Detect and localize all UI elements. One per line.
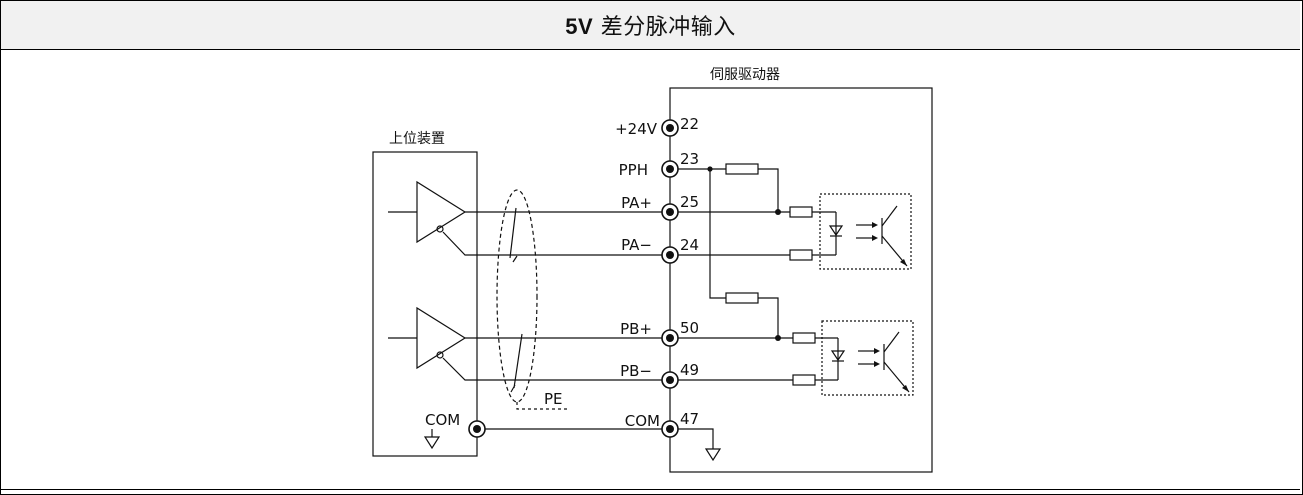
pin-label-23: 23 — [680, 150, 699, 168]
pin-label-24: 24 — [680, 236, 699, 254]
opto-a-emitter-arrow — [900, 259, 907, 266]
opto-b-emitter-arrow — [902, 385, 909, 392]
shield-pe-lead — [516, 402, 568, 410]
terminal-22-dot — [666, 124, 674, 132]
twist-mark-b — [510, 333, 523, 393]
host-box — [372, 151, 478, 457]
opto-b-arrow-1 — [874, 348, 880, 354]
line-driver-a — [416, 180, 467, 244]
terminal-49-dot — [666, 376, 674, 384]
signal-label-22: +24V — [615, 120, 658, 138]
pph-resistor-b — [725, 292, 759, 304]
signal-label-24: PA− — [621, 236, 652, 254]
opto-b-collector — [883, 331, 900, 353]
pa-resistor-plus — [789, 206, 813, 218]
junction-pa — [775, 209, 781, 215]
title-bold: 5V — [565, 14, 594, 39]
pb-resistor-plus — [792, 332, 816, 344]
driver-b-invert-bubble — [436, 351, 444, 359]
signal-label-25: PA+ — [621, 194, 652, 212]
optocoupler-b — [821, 320, 914, 396]
opto-b-arrow-2 — [874, 361, 880, 367]
driver-box — [669, 87, 933, 473]
driver-terminals — [661, 119, 679, 438]
terminal-47-dot — [666, 425, 674, 433]
pph-resistor-a — [725, 163, 759, 175]
driver-ground-wire — [670, 428, 714, 449]
pph-to-b-wire — [709, 169, 726, 299]
wire-pa-minus — [442, 231, 666, 256]
junction-pb — [775, 335, 781, 341]
host-com-label: COM — [425, 411, 460, 429]
pin-label-25: 25 — [680, 193, 699, 211]
twist-mark-a — [509, 207, 518, 263]
header-bar: 5V 差分脉冲输入 — [1, 1, 1300, 50]
pin-label-47: 47 — [680, 410, 699, 428]
driver-ground-symbol — [704, 448, 722, 462]
signal-label-47: COM — [625, 412, 660, 430]
diagram-title: 5V 差分脉冲输入 — [565, 9, 735, 41]
terminal-23-dot — [666, 165, 674, 173]
opto-a-arrow-2 — [872, 235, 878, 241]
signal-label-49: PB− — [620, 362, 652, 380]
driver-title: 伺服驱动器 — [710, 67, 780, 83]
driver-a-invert-bubble — [436, 225, 444, 233]
pph-to-pb-node — [758, 297, 779, 338]
pin-label-49: 49 — [680, 361, 699, 379]
pin-label-50: 50 — [680, 319, 699, 337]
opto-a-arrow-1 — [872, 222, 878, 228]
shield-ellipse — [496, 189, 538, 403]
host-title: 上位装置 — [389, 131, 445, 147]
opto-a-collector — [881, 205, 898, 227]
signal-label-50: PB+ — [620, 320, 652, 338]
terminal-50-dot — [666, 334, 674, 342]
opto-b-led — [830, 350, 846, 362]
shield-pe-label: PE — [544, 390, 563, 408]
junction-pph — [707, 166, 713, 172]
host-ground-symbol — [423, 436, 441, 450]
opto-a-led — [828, 225, 844, 237]
terminal-24-dot — [666, 251, 674, 259]
bottom-rule — [1, 489, 1300, 490]
pph-to-pa-node — [758, 168, 779, 212]
pin-label-22: 22 — [680, 115, 699, 133]
pb-resistor-minus — [792, 374, 816, 386]
optocoupler-a — [819, 193, 912, 270]
pa-resistor-minus — [789, 249, 813, 261]
host-com-terminal-dot — [473, 425, 481, 433]
line-driver-b — [416, 306, 467, 370]
signal-label-23: PPH — [619, 161, 648, 179]
terminal-25-dot — [666, 208, 674, 216]
wire-pb-minus — [442, 357, 666, 381]
title-rest: 差分脉冲输入 — [593, 15, 736, 40]
